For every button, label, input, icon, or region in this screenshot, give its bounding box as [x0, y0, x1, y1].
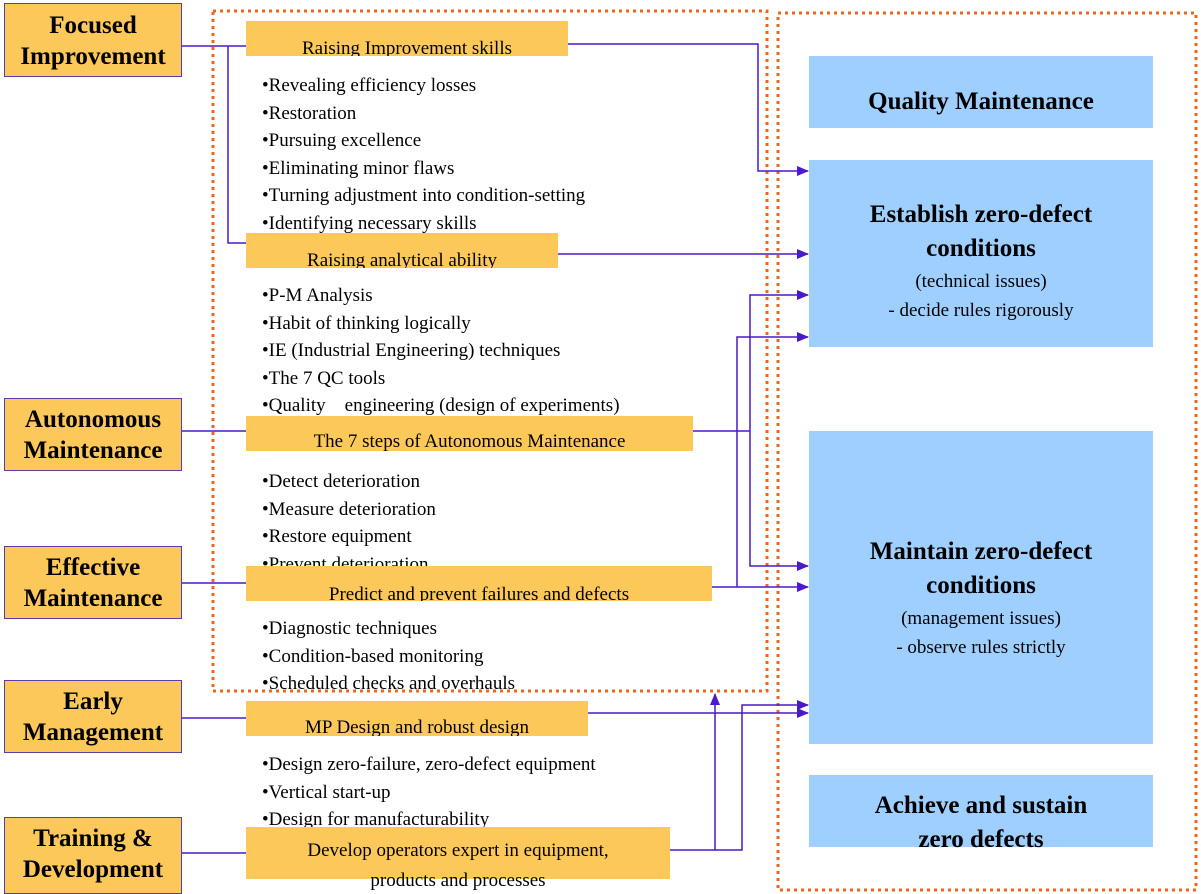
link-focused-to-analytical [227, 46, 246, 244]
list-predict-prevent: •Diagnostic techniques •Condition-based … [262, 615, 515, 698]
pillar-label-line2: Development [22, 856, 164, 883]
list-item: •Detect deterioration [262, 471, 421, 492]
arrow-steps-to-establish-upper [749, 290, 809, 431]
pillar-autonomous-maintenance: Autonomous Maintenance [4, 398, 182, 471]
pillar-label-line2: Maintenance [23, 437, 163, 464]
list-item: •Design zero-failure, zero-defect equipm… [262, 754, 596, 775]
arrow-skills-to-establish [568, 43, 809, 176]
list-item: •Eliminating minor flaws [262, 157, 455, 179]
pillar-effective-maintenance: Effective Maintenance [4, 546, 182, 619]
bar-develop-operators-line2: products and processes [246, 869, 670, 893]
pillar-label-line1: Early [63, 688, 123, 715]
list-item: •Condition-based monitoring [262, 645, 484, 667]
box-establish-zero-defect: Establish zero-defect conditions (techni… [809, 160, 1153, 347]
bar-label: MP Design and robust design [304, 717, 530, 736]
bar-label: Raising analytical ability [307, 250, 497, 268]
list-item: •Quality engineering (design of experime… [262, 395, 620, 416]
box-subtitle-line2: - observe rules strictly [896, 637, 1066, 658]
pillar-label-line1: Effective [45, 554, 141, 581]
box-title-line2: conditions [926, 572, 1036, 599]
list-item: •Scheduled checks and overhauls [262, 673, 516, 694]
bar-label: Raising Improvement skills [301, 38, 513, 56]
box-achieve-sustain: Achieve and sustain zero defects [809, 775, 1153, 853]
bar-seven-steps-autonomous-maintenance: The 7 steps of Autonomous Maintenance [246, 416, 693, 451]
arrow-steps-to-maintain [749, 431, 809, 571]
bar-label: Predict and prevent failures and defects [328, 584, 630, 601]
pillar-label-line2: Improvement [20, 43, 166, 70]
arrow-predict-to-establish-lower [736, 332, 809, 587]
list-item: •Vertical start-up [262, 781, 391, 803]
bar-raising-analytical-ability: Raising analytical ability [246, 233, 558, 268]
list-mp-design: •Design zero-failure, zero-defect equipm… [262, 751, 596, 834]
list-item: •Turning adjustment into condition-setti… [262, 185, 586, 206]
list-item: •Restoration [262, 102, 357, 124]
bar-mp-design: MP Design and robust design [246, 701, 588, 736]
list-item: •The 7 QC tools [262, 367, 386, 389]
pillar-label-line2: Management [22, 719, 164, 746]
list-item: •Design for manufacturability [262, 809, 490, 830]
pillar-training-development: Training & Development [4, 817, 182, 894]
list-item: •Pursuing excellence [262, 130, 422, 151]
list-seven-steps: •Detect deterioration •Measure deteriora… [262, 468, 436, 578]
box-subtitle-line2: - decide rules rigorously [888, 300, 1074, 321]
list-item: •Measure deterioration [262, 498, 436, 520]
pillar-label-line1: Training & [33, 825, 153, 852]
bar-label: The 7 steps of Autonomous Maintenance [313, 431, 626, 451]
list-item: •Revealing efficiency losses [262, 75, 477, 96]
bar-label-line2: products and processes [370, 870, 546, 891]
dotted-group-border-right [776, 11, 1198, 892]
list-improvement-skills: •Revealing efficiency losses •Restoratio… [262, 72, 585, 237]
box-title-line1: Achieve and sustain [874, 792, 1088, 819]
box-title-line1: Establish zero-defect [869, 201, 1093, 228]
box-subtitle-line1: (technical issues) [915, 271, 1047, 292]
list-item: •Restore equipment [262, 526, 412, 547]
bar-raising-improvement-skills: Raising Improvement skills [246, 21, 568, 56]
list-item: •P-M Analysis [262, 285, 373, 306]
list-analytical-ability: •P-M Analysis •Habit of thinking logical… [262, 282, 620, 420]
pillar-label-line1: Autonomous [24, 406, 162, 433]
box-subtitle-line1: (management issues) [901, 608, 1061, 629]
arrow-develop-to-maintain [715, 700, 809, 851]
box-title-line1: Maintain zero-defect [869, 538, 1093, 565]
pillar-label-line2: Maintenance [23, 585, 163, 612]
box-title: Quality Maintenance [868, 88, 1094, 115]
bar-label-line1: Develop operators expert in equipment, [307, 840, 609, 861]
box-quality-maintenance: Quality Maintenance [809, 56, 1153, 128]
bar-develop-operators: Develop operators expert in equipment, [246, 827, 670, 879]
list-item: •IE (Industrial Engineering) techniques [262, 340, 561, 361]
list-item: •Diagnostic techniques [262, 618, 437, 639]
list-item: •Identifying necessary skills [262, 212, 477, 234]
arrow-develop-to-left-group [670, 693, 720, 851]
box-title-line2: zero defects [918, 826, 1044, 853]
bar-predict-prevent-failures: Predict and prevent failures and defects [246, 566, 712, 601]
box-maintain-zero-defect: Maintain zero-defect conditions (managem… [809, 431, 1153, 744]
box-title-line2: conditions [926, 235, 1036, 262]
pillar-early-management: Early Management [4, 680, 182, 753]
list-item: •Habit of thinking logically [262, 312, 471, 334]
pillar-focused-improvement: Focused Improvement [4, 3, 182, 77]
dotted-group-border-left [211, 9, 769, 693]
pillar-label-line1: Focused [49, 12, 137, 39]
